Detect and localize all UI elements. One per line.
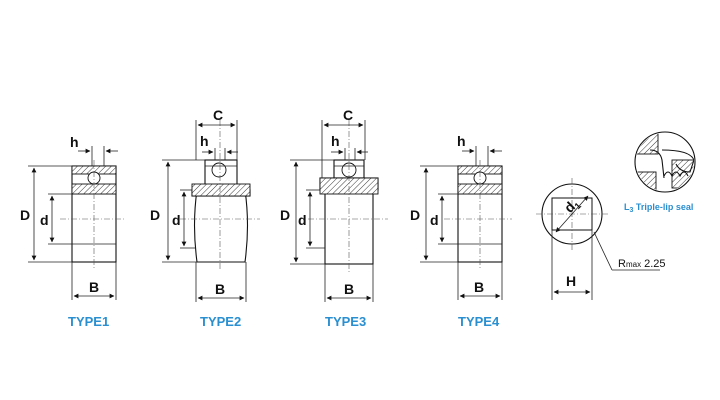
type3-caption: TYPE3 xyxy=(325,314,366,329)
type1-d-label: d xyxy=(40,212,49,228)
type4-B-label: B xyxy=(474,279,484,295)
type4-caption: TYPE4 xyxy=(458,314,500,329)
bearing-type4-drawing xyxy=(420,146,512,300)
type2-caption: TYPE2 xyxy=(200,314,241,329)
type1-caption: TYPE1 xyxy=(68,314,109,329)
type3-B-label: B xyxy=(344,281,354,297)
type4-d-label: d xyxy=(430,212,439,228)
type3-D-label: D xyxy=(280,207,290,223)
type2-C-label: C xyxy=(213,107,223,123)
type1-D-label: D xyxy=(20,207,30,223)
type3-d-label: d xyxy=(298,212,307,228)
type1-B-label: B xyxy=(89,279,99,295)
type1-h-label: h xyxy=(70,134,79,150)
type3-h-label: h xyxy=(331,133,340,149)
shaft-H-label: H xyxy=(566,273,576,289)
rmax-note: Rmax 2.25 xyxy=(618,258,666,270)
type2-d-label: d xyxy=(172,212,181,228)
bearing-type2-drawing xyxy=(162,120,260,302)
seal-caption: L3 Triple-lip seal xyxy=(624,202,693,214)
shaft-end-view xyxy=(536,178,660,300)
bearing-type3-drawing xyxy=(290,120,388,302)
bearing-type1-drawing xyxy=(28,146,125,300)
type4-D-label: D xyxy=(410,207,420,223)
type2-B-label: B xyxy=(215,281,225,297)
type3-C-label: C xyxy=(343,107,353,123)
seal-detail xyxy=(634,131,696,193)
type4-h-label: h xyxy=(457,133,466,149)
type2-h-label: h xyxy=(200,133,209,149)
type2-D-label: D xyxy=(150,207,160,223)
